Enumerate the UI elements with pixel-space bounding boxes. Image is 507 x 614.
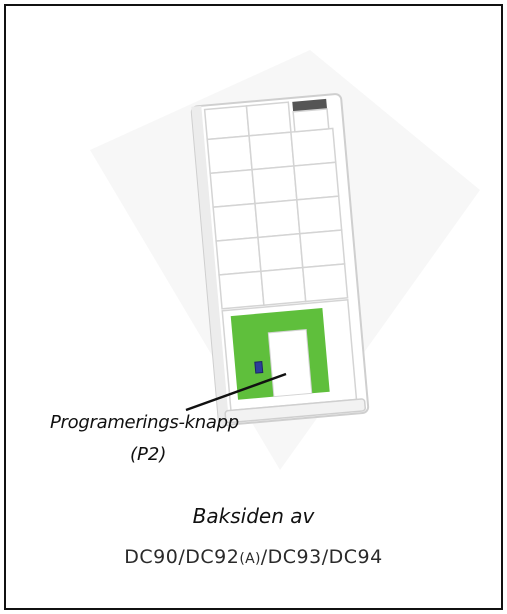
keypad-grid	[203, 101, 349, 310]
caption-models: DC90/DC92(A)/DC93/DC94	[0, 546, 507, 568]
callout-line	[185, 372, 287, 412]
models-variant: (A)	[239, 551, 261, 567]
models-prefix: DC90/DC92	[124, 546, 240, 568]
top-notch	[292, 98, 328, 112]
programming-button-icon	[254, 360, 264, 374]
programming-button-label: Programerings-knapp	[50, 412, 239, 433]
models-suffix: /DC93/DC94	[260, 546, 383, 568]
device-side	[191, 105, 230, 426]
battery-panel	[230, 308, 330, 400]
remote-control-back-icon	[190, 93, 370, 426]
programming-button-code: (P2)	[130, 444, 167, 465]
device-bottom	[224, 398, 366, 424]
caption-title: Baksiden av	[192, 504, 315, 528]
